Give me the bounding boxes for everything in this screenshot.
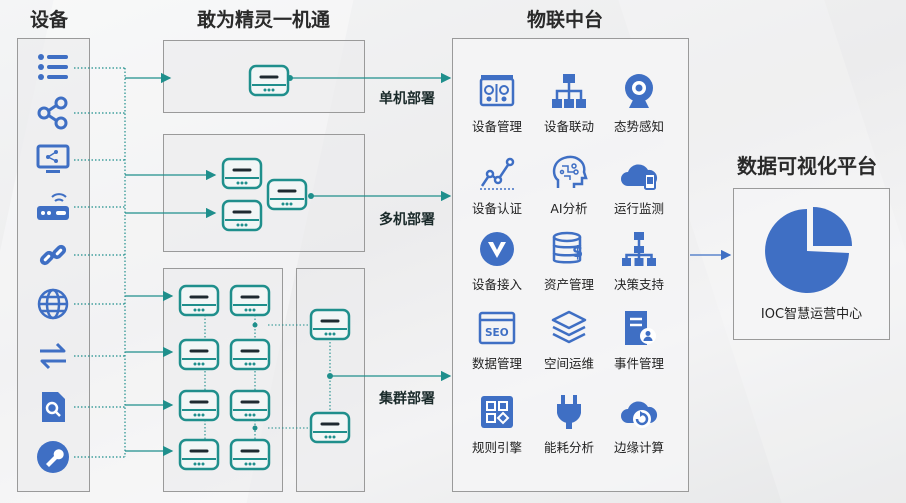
cluster-master-box xyxy=(296,268,365,492)
server-icon xyxy=(309,411,351,444)
hierarchy-icon xyxy=(622,232,656,266)
feature-plug: 能耗分析 xyxy=(534,393,604,456)
layers-icon xyxy=(551,310,587,344)
feature-org-chart: 设备联动 xyxy=(534,72,604,135)
v-circle-icon xyxy=(480,232,514,266)
link-icon xyxy=(39,244,67,266)
multi-deploy-box xyxy=(163,134,365,252)
feature-device-manage: 设备管理 xyxy=(462,72,532,135)
server-icon xyxy=(229,338,271,371)
iot-heading: 物联中台 xyxy=(527,9,604,31)
feature-label: 规则引擎 xyxy=(471,440,522,455)
server-icon xyxy=(229,284,271,317)
feature-label: 运行监测 xyxy=(613,201,664,216)
seo-window-icon: SEO xyxy=(478,311,516,345)
cloud-phone-icon xyxy=(621,164,658,190)
feature-doc-user: 事件管理 xyxy=(604,309,674,372)
server-icon xyxy=(178,438,220,471)
exchange-arrows-icon xyxy=(40,342,66,370)
feature-label: 空间运维 xyxy=(543,356,594,371)
app-grid-icon xyxy=(481,396,513,428)
svg-text:$: $ xyxy=(572,242,583,261)
feature-line-chart: 设备认证 xyxy=(462,154,532,217)
plug-icon xyxy=(557,395,581,429)
feature-coin-stack: $ 资产管理 xyxy=(534,230,604,293)
multi-deploy-label: 多机部署 xyxy=(379,212,435,228)
feature-layers: 空间运维 xyxy=(534,309,604,372)
server-icon xyxy=(221,157,263,190)
feature-ai-head: AI分析 xyxy=(534,154,604,217)
router-icon xyxy=(37,193,69,220)
feature-cloud-refresh: 边缘计算 xyxy=(604,393,674,456)
pie-chart-icon xyxy=(765,207,852,293)
server-icon xyxy=(178,389,220,422)
feature-webcam: 态势感知 xyxy=(604,72,674,135)
feature-hierarchy: 决策支持 xyxy=(604,230,674,293)
feature-label: 设备认证 xyxy=(471,201,522,216)
server-icon xyxy=(178,338,220,371)
feature-app-grid: 规则引擎 xyxy=(462,393,532,456)
feature-label: 设备管理 xyxy=(471,119,522,134)
server-icon xyxy=(266,178,308,211)
feature-cloud-phone: 运行监测 xyxy=(604,154,674,217)
search-document-icon xyxy=(42,392,65,422)
ai-head-icon xyxy=(552,155,588,188)
server-icon xyxy=(178,284,220,317)
feature-label: AI分析 xyxy=(550,201,588,216)
line-chart-icon xyxy=(480,157,515,190)
feature-label: 数据管理 xyxy=(471,356,522,371)
edge-heading: 敢为精灵一机通 xyxy=(197,9,331,31)
cluster-deploy-label: 集群部署 xyxy=(379,391,435,407)
feature-label: 事件管理 xyxy=(613,356,664,371)
feature-v-circle: 设备接入 xyxy=(462,230,532,293)
coin-stack-icon: $ xyxy=(552,231,583,264)
server-icon xyxy=(248,64,290,97)
monitor-share-icon xyxy=(36,144,70,173)
feature-label: 能耗分析 xyxy=(543,440,594,455)
share-icon xyxy=(37,96,68,130)
doc-user-icon xyxy=(625,311,656,345)
wrench-icon xyxy=(37,441,69,473)
feature-label: 资产管理 xyxy=(543,277,594,292)
org-chart-icon xyxy=(552,74,586,108)
server-icon xyxy=(221,199,263,232)
server-icon xyxy=(229,438,271,471)
devices-heading: 设备 xyxy=(30,9,69,31)
cloud-refresh-icon xyxy=(621,401,658,428)
globe-icon xyxy=(37,288,69,320)
feature-label: 态势感知 xyxy=(613,119,664,134)
viz-heading: 数据可视化平台 xyxy=(737,154,877,178)
feature-seo-window: SEO 数据管理 xyxy=(462,309,532,372)
single-deploy-label: 单机部署 xyxy=(379,91,435,107)
webcam-icon xyxy=(625,74,653,108)
feature-label: 设备接入 xyxy=(471,277,522,292)
svg-text:SEO: SEO xyxy=(485,327,509,339)
feature-label: 决策支持 xyxy=(613,277,664,292)
device-manage-icon xyxy=(479,75,515,107)
list-icon xyxy=(38,54,68,80)
server-icon xyxy=(309,308,351,341)
ioc-label: IOC智慧运营中心 xyxy=(760,307,863,322)
feature-label: 边缘计算 xyxy=(613,440,664,455)
server-icon xyxy=(229,389,271,422)
feature-label: 设备联动 xyxy=(543,119,594,134)
